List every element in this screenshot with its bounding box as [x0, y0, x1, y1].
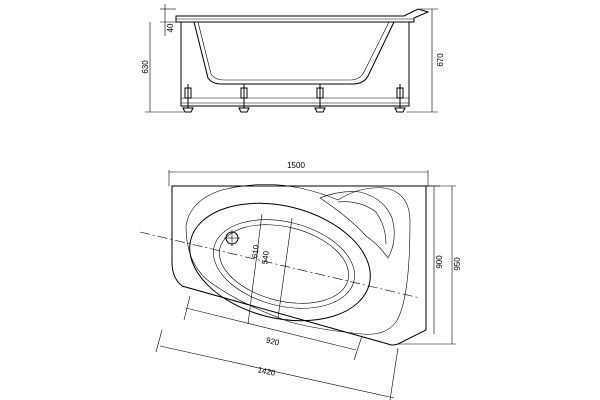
dim-overall-width: 950: [453, 257, 462, 271]
bowl-width-dimensions: [247, 213, 293, 325]
tub-outline-plan: [171, 185, 427, 346]
dim-bowl-width-inner: 540: [260, 250, 271, 265]
dim-inner-length: 1420: [257, 365, 277, 378]
overall-length-dimension: [168, 170, 429, 186]
tub-rim-plan: [185, 184, 411, 335]
dim-rim-height: 40: [166, 23, 175, 32]
bowl-outer: [189, 202, 371, 322]
side-view: 40 630 670: [141, 4, 445, 113]
top-view: 1500 610 540: [139, 161, 462, 400]
dim-total-height: 670: [436, 53, 445, 67]
tub-frame: [180, 21, 410, 107]
dim-tub-height: 630: [141, 60, 150, 74]
side-dimension-lines: [145, 4, 438, 113]
bowl-length-dimension: [183, 295, 363, 361]
tub-bowl-profile: [193, 21, 395, 85]
dim-bowl-length: 920: [265, 336, 281, 348]
drain-icon: [224, 230, 240, 246]
tub-shoulder: [319, 191, 395, 259]
width-dimensions: [398, 185, 456, 345]
tub-legs: [182, 84, 406, 113]
bowl-inner: [213, 219, 355, 309]
center-axis: [139, 231, 421, 299]
dim-inner-width: 900: [435, 255, 444, 269]
tub-rim: [175, 8, 430, 23]
inner-length-dimension: [155, 329, 399, 400]
dim-bowl-width-outer: 610: [250, 244, 261, 259]
dim-overall-length: 1500: [287, 161, 305, 170]
